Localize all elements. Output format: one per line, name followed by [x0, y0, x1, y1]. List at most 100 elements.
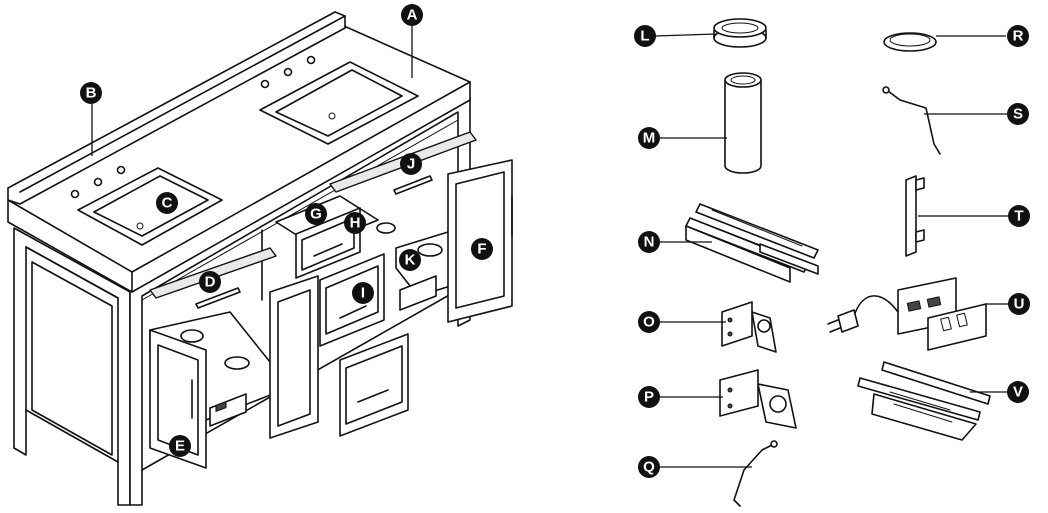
part-u-slot-2: [956, 312, 968, 328]
backsplash-top: [19, 15, 346, 193]
faucet-hole-right-1: [260, 79, 270, 89]
handle-d: [195, 287, 241, 309]
callout-n-label: N: [644, 234, 655, 251]
callout-l: L: [634, 25, 656, 47]
drawer-i-front: [319, 253, 385, 347]
callout-a: A: [401, 4, 423, 26]
drain-left: [136, 222, 144, 230]
callout-u-label: U: [1014, 296, 1025, 313]
part-o-screw-1: [727, 317, 733, 323]
outlet-left: [209, 393, 247, 427]
part-o-plate: [721, 301, 753, 347]
faucet-hole-left-3: [116, 165, 126, 175]
part-v-slide-3: [881, 361, 991, 405]
outlet-right: [399, 275, 437, 311]
drawer-lower-handle: [357, 389, 389, 403]
pullout-left-hole-2: [224, 356, 250, 370]
part-q-end: [770, 440, 778, 448]
part-u-port-2: [926, 296, 942, 308]
part-u-prongs: [827, 319, 841, 333]
part-p-screw-2: [727, 403, 733, 409]
callout-h-label: H: [350, 215, 361, 232]
side-bottom-rail: [25, 409, 119, 463]
callout-d-label: D: [205, 274, 216, 291]
center-door-inset: [277, 289, 311, 427]
part-v-details: [889, 391, 953, 423]
drawer-g-handle: [313, 243, 343, 257]
part-n-slide-2: [695, 203, 819, 259]
part-o-boss: [757, 319, 771, 333]
callout-q-label: Q: [643, 459, 655, 476]
callout-c-label: C: [162, 195, 173, 212]
callout-p: P: [638, 386, 660, 408]
part-u-plug: [837, 309, 859, 333]
door-e-inset: [157, 344, 199, 456]
sink-basin-left-inner: [93, 175, 209, 237]
part-m-tube: [724, 79, 762, 174]
callout-k: K: [399, 249, 421, 271]
drawer-i-inset: [325, 265, 379, 335]
callout-i-label: I: [361, 285, 365, 302]
callout-o-label: O: [643, 314, 655, 331]
part-s-end: [882, 86, 890, 94]
callout-g: G: [305, 203, 327, 225]
callout-d: D: [199, 271, 221, 293]
part-u-slot-1: [940, 316, 952, 332]
part-u-port-1: [906, 300, 922, 312]
callout-f: F: [471, 238, 493, 260]
callout-p-label: P: [644, 389, 654, 406]
callout-h: H: [344, 212, 366, 234]
callout-b: B: [80, 82, 102, 104]
callout-m-label: M: [643, 130, 656, 147]
center-door: [269, 275, 319, 439]
hardware-parts: [685, 18, 991, 507]
pullout-left-hole-1: [180, 329, 204, 343]
callout-q: Q: [638, 456, 660, 478]
drawer-g-inset: [301, 217, 355, 271]
callout-v-label: V: [1013, 384, 1023, 401]
callout-f-label: F: [477, 241, 486, 258]
part-r-inner: [889, 33, 931, 47]
faucet-hole-left-1: [70, 189, 80, 199]
callout-i: I: [352, 282, 374, 304]
part-p-plate: [719, 369, 759, 417]
faucet-hole-left-2: [93, 177, 103, 187]
faucet-hole-right-2: [283, 67, 293, 77]
faucet-hole-right-3: [306, 55, 316, 65]
pullout-right-hole: [417, 243, 443, 257]
drawer-g-front: [295, 207, 361, 279]
part-u-cord: [853, 295, 899, 317]
callout-l-label: L: [640, 28, 649, 45]
callout-g-label: G: [310, 206, 322, 223]
part-n-end: [759, 243, 819, 275]
callout-b-label: B: [86, 85, 97, 102]
leader-lines: [91, 26, 1008, 468]
callout-j: J: [400, 153, 422, 175]
handle-j: [393, 175, 433, 195]
leader-l: [654, 33, 717, 37]
callout-t-label: T: [1014, 208, 1023, 225]
part-p-boss: [769, 395, 787, 413]
part-m-opening: [730, 75, 756, 85]
callout-r: R: [1007, 25, 1029, 47]
callout-o: O: [638, 311, 660, 333]
door-f-inset: [455, 171, 505, 309]
side-rail: [25, 246, 119, 299]
callout-v: V: [1007, 381, 1029, 403]
part-n-rail: [685, 225, 791, 283]
drawer-lower-front: [339, 333, 409, 437]
part-t-tabs: [915, 177, 925, 243]
callout-e-label: E: [175, 438, 185, 455]
drawer-i-handle: [339, 305, 367, 319]
callout-k-label: K: [405, 252, 416, 269]
drain-right: [328, 112, 336, 120]
part-m-top: [724, 72, 762, 88]
callout-c: C: [156, 192, 178, 214]
door-e: [149, 329, 207, 469]
part-q-wire: [733, 443, 775, 507]
side-panel-inset: [31, 261, 113, 456]
part-l-top: [713, 18, 767, 38]
part-t-bar: [905, 175, 917, 257]
